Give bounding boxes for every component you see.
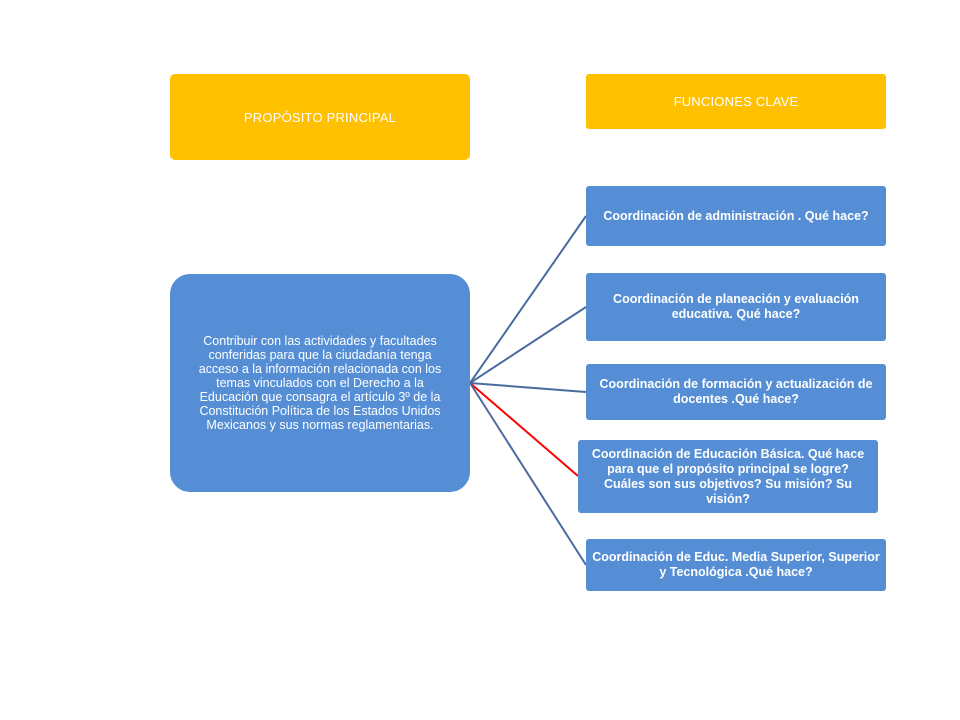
header-proposito-principal: PROPÓSITO PRINCIPAL [170,74,470,160]
function-label: Coordinación de Educación Básica. Qué ha… [591,446,865,506]
function-label: Coordinación de planeación y evaluación … [613,292,859,321]
connector-line-highlight [469,382,579,477]
function-label: Coordinación de Educ. Media Superior, Su… [592,550,880,579]
connector-line [469,215,587,384]
main-purpose-box: Contribuir con las actividades y faculta… [170,274,470,492]
function-box-educacion-basica: Coordinación de Educación Básica. Qué ha… [578,440,878,513]
connector-line [469,382,587,393]
function-label: Coordinación de administración . Qué hac… [603,208,869,223]
function-box-planeacion: Coordinación de planeación y evaluación … [586,273,886,341]
header-funciones-label: FUNCIONES CLAVE [673,94,799,109]
function-label: Coordinación de formación y actualizació… [599,377,873,406]
connector-line [469,306,587,384]
header-funciones-clave: FUNCIONES CLAVE [586,74,886,129]
function-box-formacion: Coordinación de formación y actualizació… [586,364,886,420]
main-purpose-text: Contribuir con las actividades y faculta… [198,334,442,432]
function-box-media-superior: Coordinación de Educ. Media Superior, Su… [586,539,886,591]
function-box-administracion: Coordinación de administración . Qué hac… [586,186,886,246]
header-proposito-label: PROPÓSITO PRINCIPAL [243,109,397,125]
connector-line [469,382,587,566]
